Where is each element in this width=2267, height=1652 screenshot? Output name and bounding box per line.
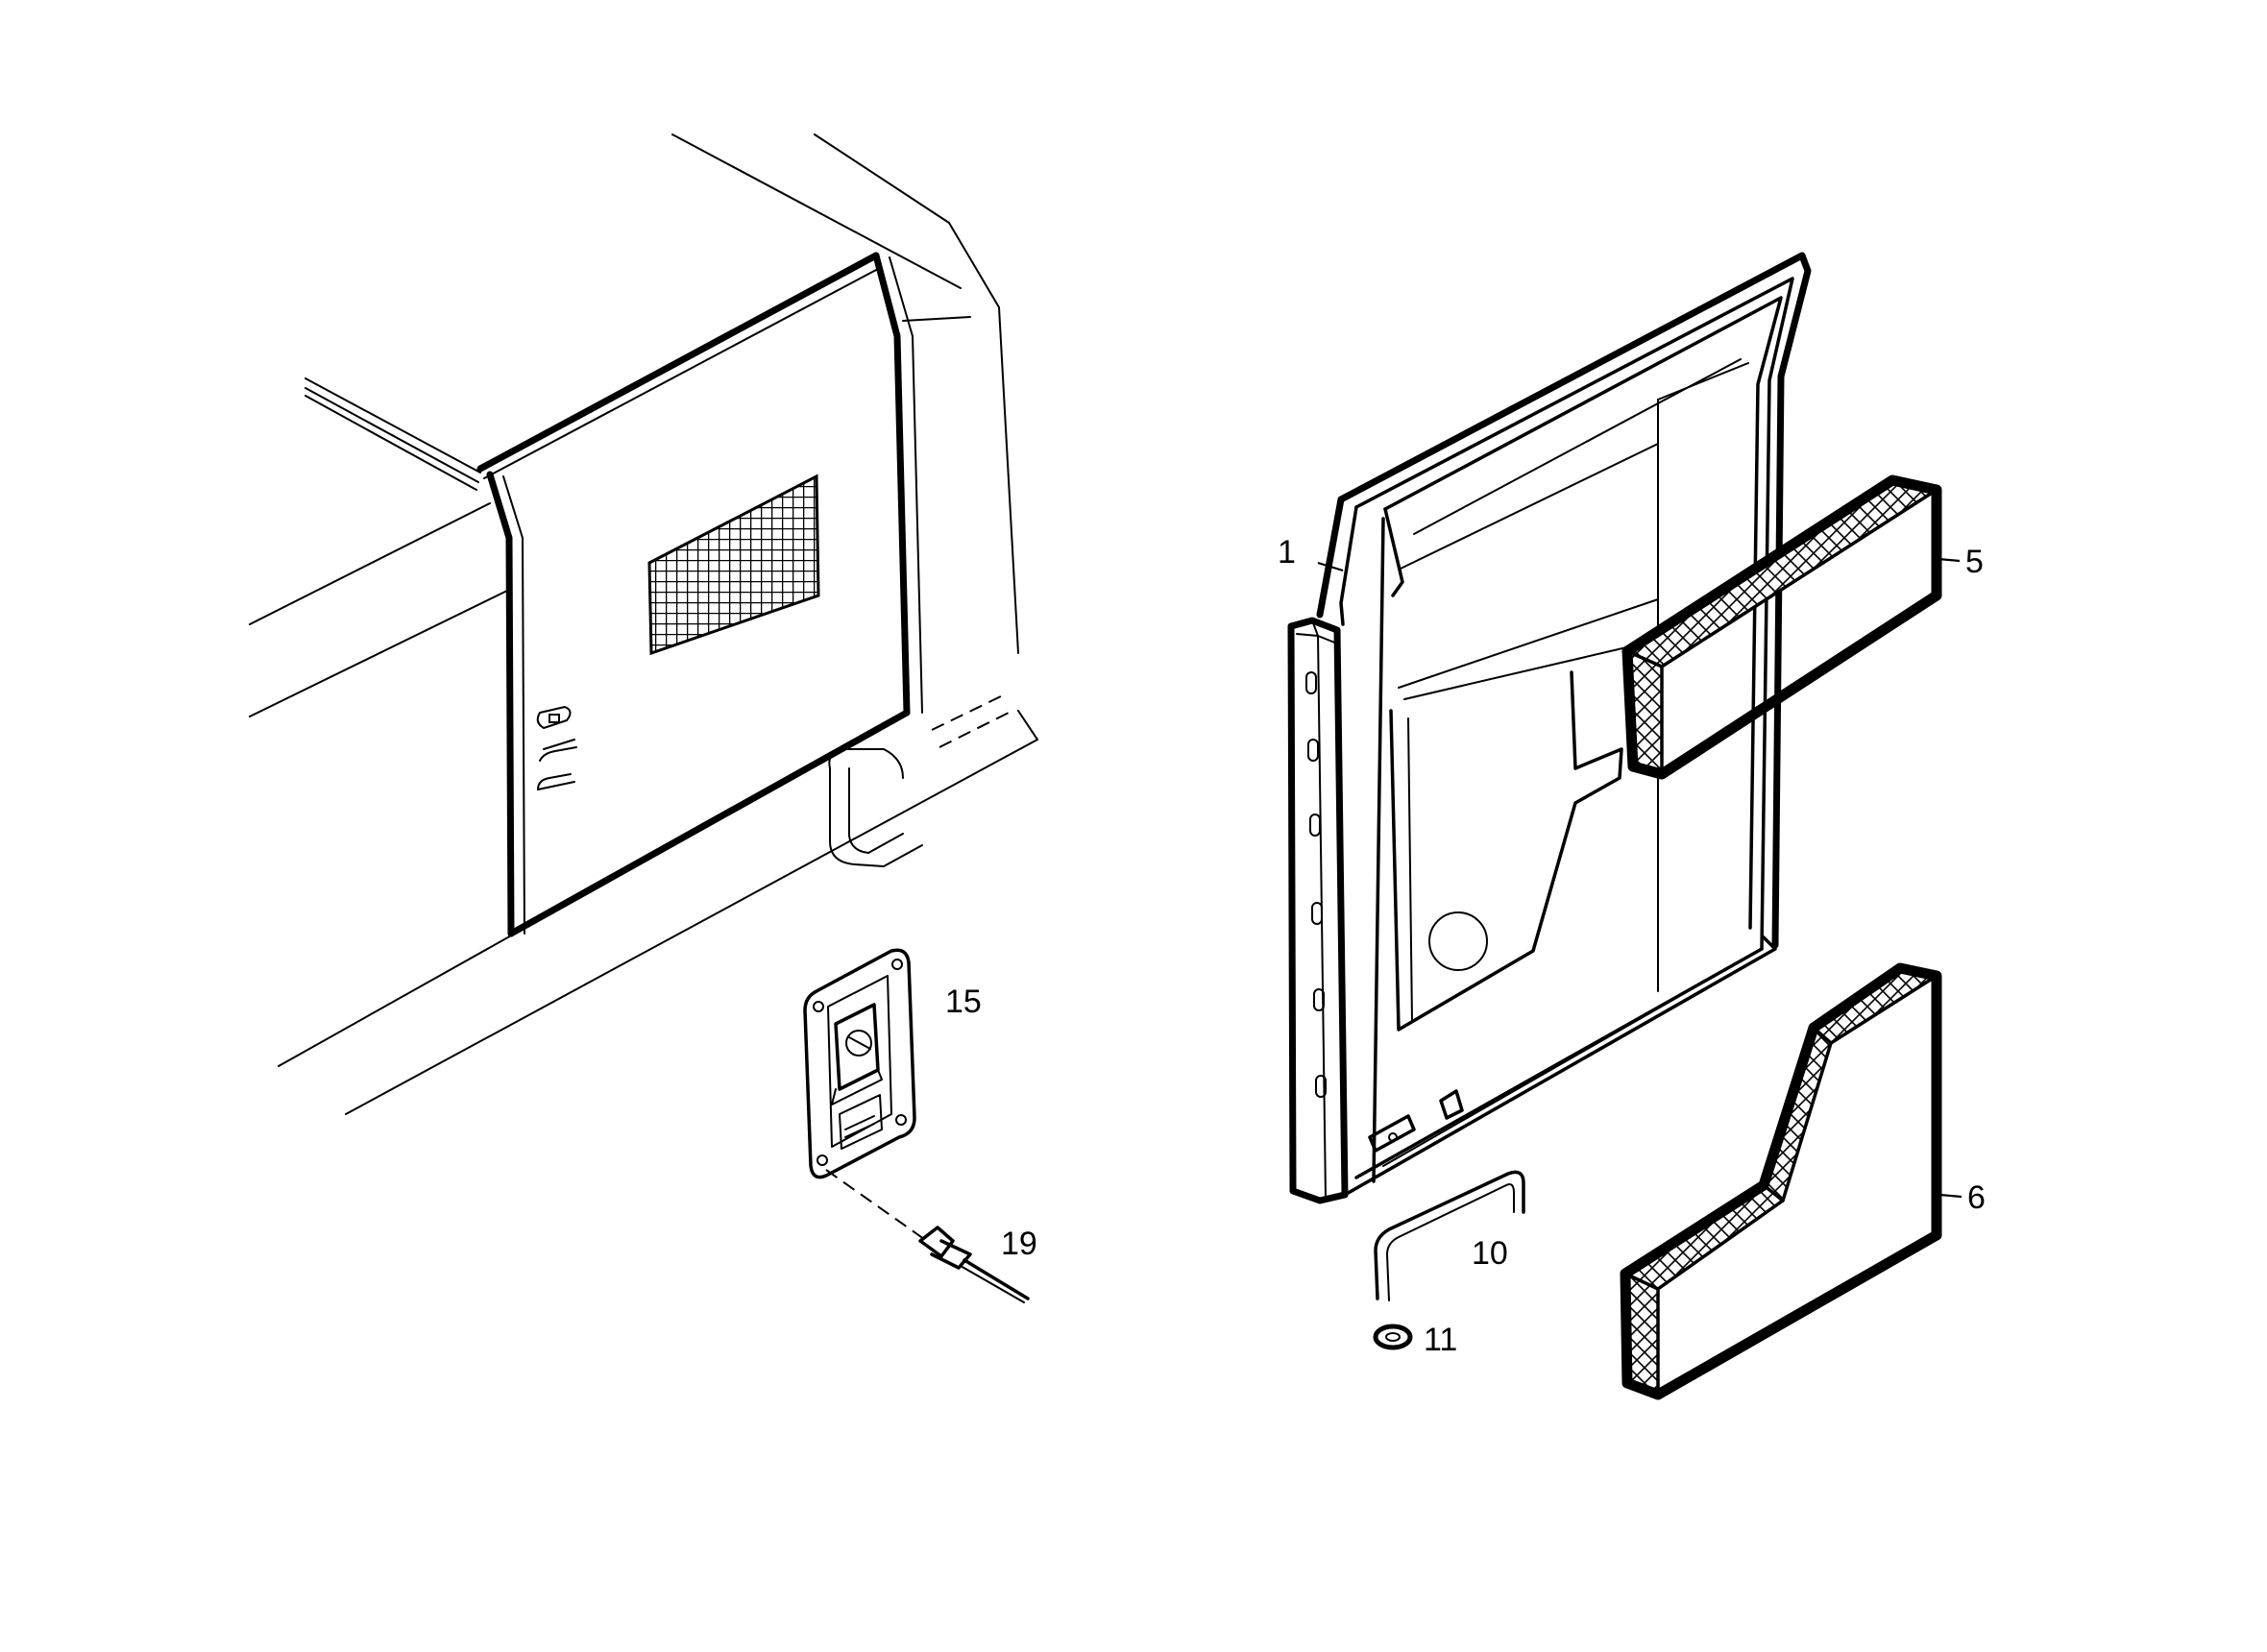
callout-1: 1 bbox=[1278, 534, 1296, 571]
rivet bbox=[918, 1226, 1030, 1303]
door-controls bbox=[536, 706, 577, 790]
vent-grille bbox=[647, 474, 820, 656]
foam-block-5 bbox=[1621, 474, 1942, 780]
latch-plate bbox=[803, 948, 916, 1179]
leader-lines bbox=[1317, 557, 1962, 1199]
callout-19: 19 bbox=[1001, 1226, 1037, 1262]
vehicle-body bbox=[249, 134, 1038, 1115]
foam-block-6 bbox=[1620, 962, 1942, 1400]
callout-15: 15 bbox=[945, 984, 982, 1020]
callout-11: 11 bbox=[1424, 1322, 1457, 1358]
callout-5: 5 bbox=[1965, 544, 1984, 580]
rail-slots bbox=[1305, 671, 1327, 1098]
callout-10: 10 bbox=[1472, 1235, 1508, 1272]
bent-rod bbox=[1374, 1170, 1525, 1301]
callout-6: 6 bbox=[1967, 1179, 1986, 1216]
washer bbox=[1373, 1324, 1413, 1350]
